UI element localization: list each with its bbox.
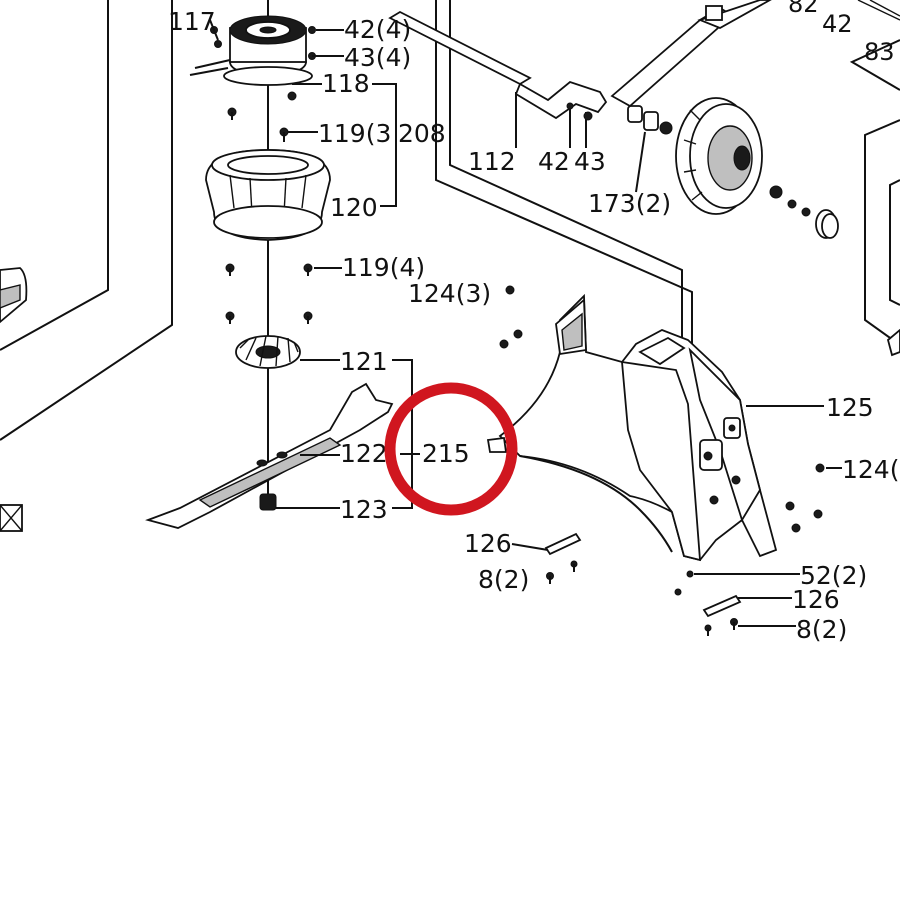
label-122: 122 bbox=[340, 439, 388, 468]
label-215: 215 bbox=[422, 439, 470, 468]
label-121: 121 bbox=[340, 347, 388, 376]
label-83: 83 bbox=[864, 38, 895, 66]
fan-impeller bbox=[235, 335, 301, 369]
label-126-a: 126 bbox=[464, 529, 512, 558]
label-42-top: 42 bbox=[822, 10, 853, 38]
label-112: 112 bbox=[468, 147, 516, 176]
label-173-2: 173(2) bbox=[588, 189, 671, 218]
screws-mid bbox=[225, 263, 313, 324]
label-208: 208 bbox=[398, 119, 446, 148]
blade-nut bbox=[259, 493, 277, 511]
label-119-3: 119(3 bbox=[318, 119, 391, 148]
part-labels: 117 42(4) 43(4) 118 119(3 208 120 119(4)… bbox=[168, 0, 900, 644]
handle-bars bbox=[388, 0, 772, 400]
label-117: 117 bbox=[168, 7, 216, 36]
highlight-circle bbox=[384, 382, 518, 516]
screws-top bbox=[210, 26, 316, 142]
label-82: 82 bbox=[788, 0, 819, 18]
label-124-3: 124(3) bbox=[408, 279, 491, 308]
label-42-4: 42(4) bbox=[344, 15, 411, 44]
label-126-b: 126 bbox=[792, 585, 840, 614]
motor-assembly bbox=[189, 15, 313, 86]
deck-screws bbox=[499, 285, 825, 636]
label-124-4: 124(4) bbox=[842, 455, 900, 484]
label-8-2-a: 8(2) bbox=[478, 565, 529, 594]
label-42: 42 bbox=[538, 147, 570, 176]
motor-housing bbox=[205, 149, 331, 241]
rear-wheel bbox=[627, 97, 839, 239]
label-118: 118 bbox=[322, 69, 370, 98]
left-housing-outline bbox=[0, 0, 173, 532]
label-52-2: 52(2) bbox=[800, 561, 867, 590]
right-housing-outline bbox=[849, 0, 900, 357]
label-119-4: 119(4) bbox=[342, 253, 425, 282]
mower-deck bbox=[486, 293, 778, 562]
label-120: 120 bbox=[330, 193, 378, 222]
label-123: 123 bbox=[340, 495, 388, 524]
label-43-4: 43(4) bbox=[344, 43, 411, 72]
label-43: 43 bbox=[574, 147, 606, 176]
label-125: 125 bbox=[826, 393, 874, 422]
leader-lines bbox=[209, 19, 842, 627]
label-8-2-b: 8(2) bbox=[796, 615, 847, 644]
pins bbox=[544, 532, 742, 618]
